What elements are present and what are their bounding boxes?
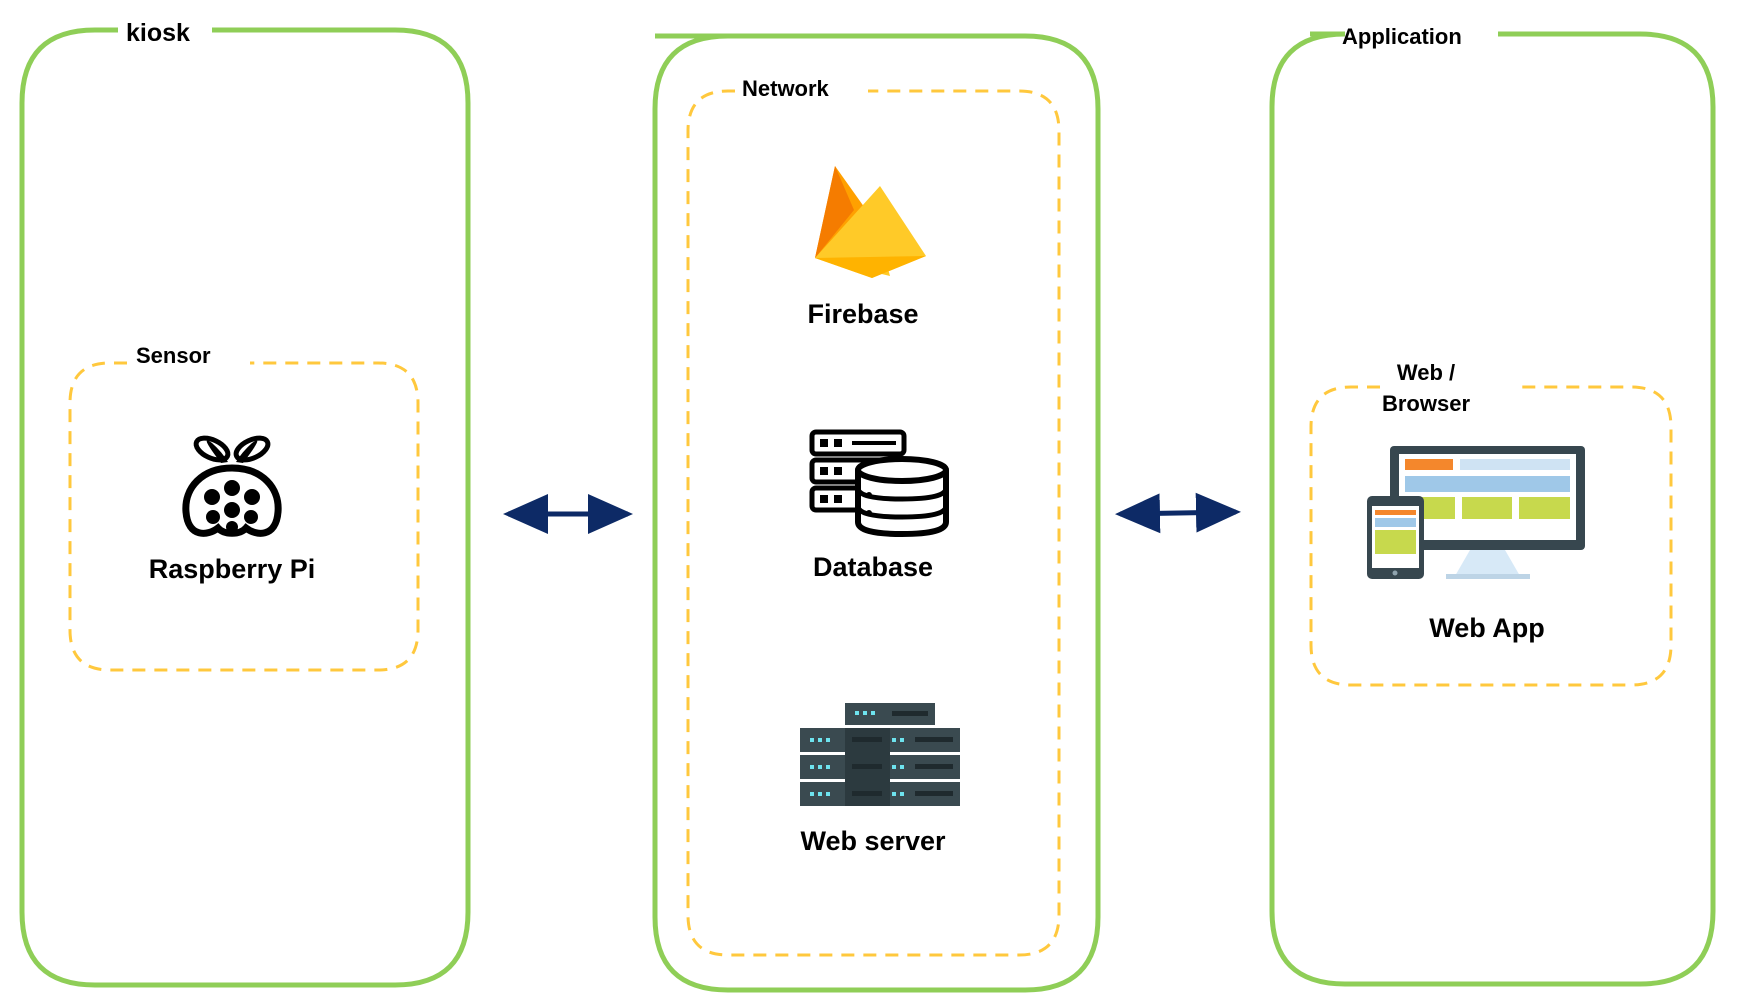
- application-panel-title: Application: [1342, 24, 1462, 49]
- browser-group-label-line1: Web /: [1397, 360, 1455, 385]
- browser-group-label-line2: Browser: [1382, 391, 1470, 416]
- network-panel-border: [652, 33, 1101, 993]
- kiosk-panel: kiosk Sensor Raspberry Pi: [19, 19, 471, 988]
- network-group-border: [686, 89, 1061, 957]
- network-group-label: Network: [742, 76, 830, 101]
- server-rack-icon: [800, 703, 960, 806]
- raspberry-pi-label: Raspberry Pi: [149, 554, 316, 584]
- database-label: Database: [813, 552, 933, 582]
- network-application-arrow: [1115, 492, 1241, 534]
- web-app-icon: [1367, 446, 1585, 579]
- web-app-label: Web App: [1429, 613, 1545, 643]
- web-server-label: Web server: [800, 826, 946, 856]
- raspberry-pi-icon: [182, 435, 282, 537]
- kiosk-panel-title: kiosk: [126, 19, 190, 47]
- firebase-icon: [815, 166, 926, 278]
- firebase-label: Firebase: [807, 299, 918, 329]
- sensor-group-border: [68, 361, 420, 672]
- application-panel-border: [1269, 31, 1716, 987]
- kiosk-panel-border: [19, 27, 471, 988]
- database-icon: [809, 429, 949, 538]
- network-panel: Network Firebase: [652, 33, 1101, 993]
- browser-group-border: [1309, 385, 1673, 687]
- sensor-group-label: Sensor: [136, 343, 211, 368]
- application-panel: Application Web / Browser Web App: [1269, 24, 1716, 987]
